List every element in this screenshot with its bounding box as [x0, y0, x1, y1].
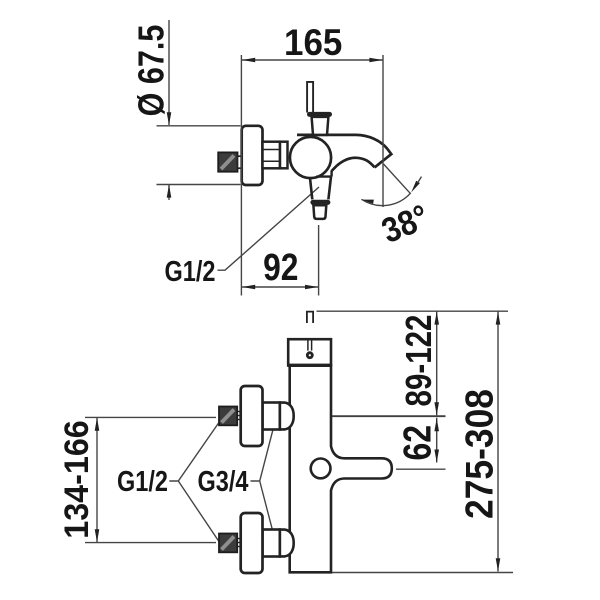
- svg-text:165: 165: [284, 21, 342, 63]
- svg-text:G1/2: G1/2: [117, 464, 168, 497]
- svg-text:G3/4: G3/4: [198, 464, 249, 497]
- svg-text:275-308: 275-308: [458, 389, 501, 519]
- svg-text:Ø 67.5: Ø 67.5: [132, 25, 172, 117]
- svg-text:134-166: 134-166: [58, 420, 96, 539]
- svg-text:92: 92: [263, 246, 298, 288]
- svg-text:89-122: 89-122: [398, 315, 438, 407]
- svg-text:62: 62: [395, 425, 439, 461]
- svg-text:G1/2: G1/2: [165, 255, 216, 288]
